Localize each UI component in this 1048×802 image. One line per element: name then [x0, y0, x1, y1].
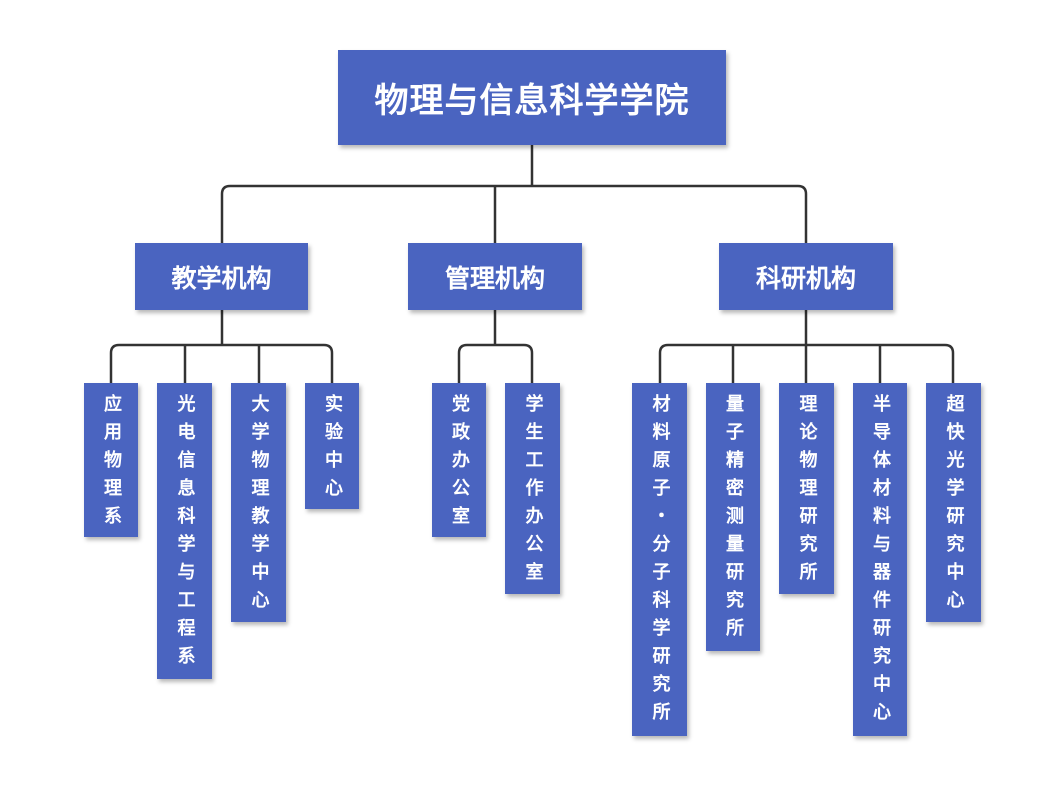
leaf-label: 材料原子・分子科学研究所: [649, 394, 671, 730]
connector-line: [109, 343, 334, 383]
leaf-node: 半导体材料与器件研究中心: [853, 383, 907, 736]
connector-line: [457, 343, 534, 383]
leaf-label: 光电信息科学与工程系: [174, 394, 196, 674]
leaf-node: 应用物理系: [84, 383, 138, 537]
branch-node-research: 科研机构: [719, 243, 893, 310]
root-node: 物理与信息科学学院: [338, 50, 726, 145]
leaf-node: 光电信息科学与工程系: [157, 383, 212, 679]
branch-node-management: 管理机构: [408, 243, 582, 310]
leaf-node: 党政办公室: [432, 383, 486, 537]
branch-label: 教学机构: [171, 263, 272, 293]
leaf-node: 学生工作办公室: [505, 383, 560, 594]
leaf-node: 量子精密测量研究所: [706, 383, 760, 651]
leaf-label: 超快光学研究中心: [943, 394, 965, 618]
branch-label: 科研机构: [755, 263, 856, 293]
connector-line: [220, 184, 808, 243]
leaf-node: 超快光学研究中心: [926, 383, 981, 622]
leaf-label: 党政办公室: [449, 394, 470, 534]
root-label: 物理与信息科学学院: [374, 81, 690, 121]
leaf-node: 大学物理教学中心: [231, 383, 286, 622]
leaf-node: 材料原子・分子科学研究所: [632, 383, 687, 736]
leaf-label: 理论物理研究所: [796, 394, 818, 590]
branch-label: 管理机构: [444, 263, 545, 293]
leaf-node: 实验中心: [305, 383, 359, 509]
leaf-label: 半导体材料与器件研究中心: [870, 394, 891, 730]
leaf-label: 实验中心: [322, 394, 343, 506]
leaf-label: 应用物理系: [101, 394, 122, 534]
leaf-label: 大学物理教学中心: [248, 394, 270, 618]
leaf-label: 学生工作办公室: [522, 394, 544, 590]
leaf-label: 量子精密测量研究所: [723, 394, 744, 646]
branch-node-teaching: 教学机构: [135, 243, 308, 310]
leaf-node: 理论物理研究所: [779, 383, 834, 594]
